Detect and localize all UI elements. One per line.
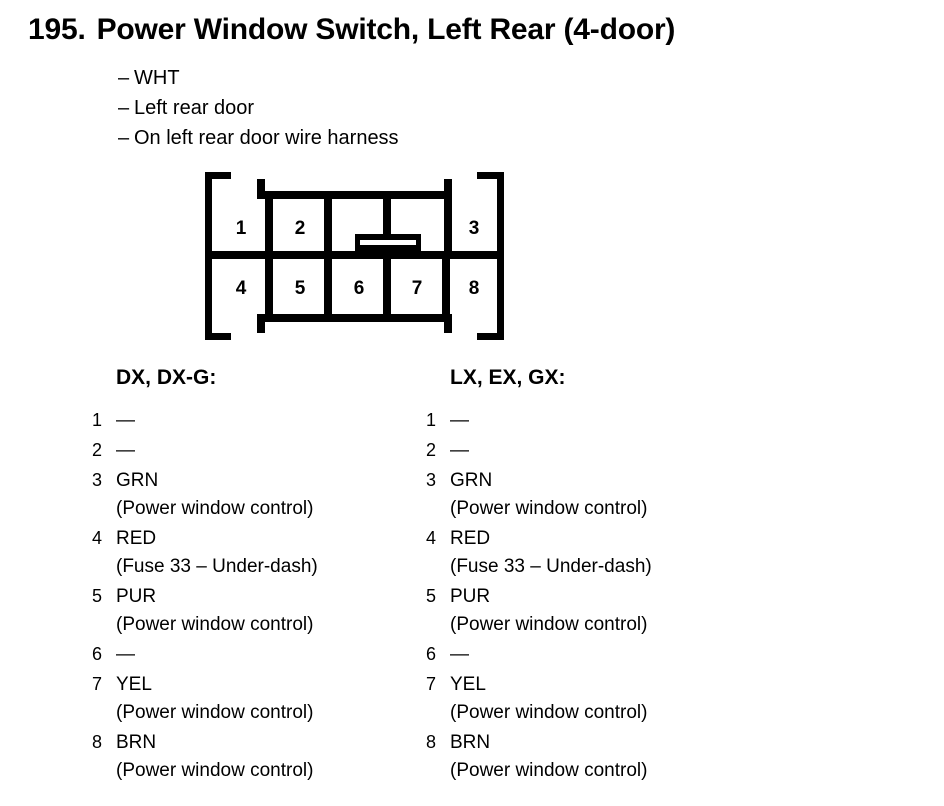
pin-index: 3 xyxy=(426,470,437,490)
pin-list-dx: DX, DX-G: 1 — 2 — 3 GRN (Power window co… xyxy=(92,366,318,786)
connector-pin-2: 2 xyxy=(295,218,306,239)
pin-value: RED xyxy=(116,528,157,549)
pin-value: PUR xyxy=(116,586,157,607)
list-item: 3 GRN (Power window control) xyxy=(426,466,652,523)
pin-value: GRN xyxy=(116,470,159,491)
dash-icon: – xyxy=(118,97,130,119)
connector-pin-3: 3 xyxy=(469,218,480,239)
list-item: 1 — xyxy=(426,406,652,435)
pin-index: 4 xyxy=(92,528,103,548)
pin-value: RED xyxy=(450,528,491,549)
pin-index: 7 xyxy=(92,674,103,694)
pin-list-lx: LX, EX, GX: 1 — 2 — 3 GRN (Power window … xyxy=(426,366,652,786)
pin-description: (Power window control) xyxy=(116,614,314,635)
list-item: 6 — xyxy=(426,640,652,669)
pin-value: GRN xyxy=(450,470,493,491)
pin-description: (Power window control) xyxy=(450,760,648,781)
list-item: 3 GRN (Power window control) xyxy=(92,466,318,523)
list-item: 5 PUR (Power window control) xyxy=(92,582,318,639)
pin-description: (Power window control) xyxy=(116,702,314,723)
bullet-text: WHT xyxy=(134,67,180,89)
pin-description: (Power window control) xyxy=(450,702,648,723)
pin-value: PUR xyxy=(450,586,491,607)
pin-description: (Power window control) xyxy=(450,614,648,635)
pin-value: — xyxy=(116,440,135,461)
pin-index: 4 xyxy=(426,528,437,548)
pin-index: 2 xyxy=(426,440,437,460)
pin-value: — xyxy=(450,440,469,461)
list-item: 2 — xyxy=(92,436,318,465)
connector-pin-5: 5 xyxy=(295,278,306,299)
dash-icon: – xyxy=(118,67,130,89)
pin-description: (Fuse 33 – Under-dash) xyxy=(450,556,652,577)
pin-index: 6 xyxy=(426,644,437,664)
pin-value: BRN xyxy=(116,732,157,753)
list-item: 8 BRN (Power window control) xyxy=(426,728,652,785)
list-item: 6 — xyxy=(92,640,318,669)
pin-value: BRN xyxy=(450,732,491,753)
list-item: 5 PUR (Power window control) xyxy=(426,582,652,639)
page-title-text: Power Window Switch, Left Rear (4-door) xyxy=(96,13,676,46)
pin-list-heading: DX, DX-G: xyxy=(116,366,217,389)
pin-value: — xyxy=(450,410,469,431)
pin-index: 6 xyxy=(92,644,103,664)
pin-value: — xyxy=(116,644,135,665)
pin-value: YEL xyxy=(116,674,152,695)
connector-pin-8: 8 xyxy=(469,278,480,299)
pin-index: 5 xyxy=(426,586,437,606)
dash-icon: – xyxy=(118,127,130,149)
list-item: –WHT xyxy=(118,63,399,93)
pin-index: 2 xyxy=(92,440,103,460)
bullet-text: On left rear door wire harness xyxy=(134,127,399,149)
pin-index: 5 xyxy=(92,586,103,606)
connector-pin-7: 7 xyxy=(412,278,423,299)
connector-pin-6: 6 xyxy=(354,278,365,299)
pin-description: (Power window control) xyxy=(450,498,648,519)
connector-pin-1: 1 xyxy=(236,218,247,239)
pin-index: 8 xyxy=(92,732,103,752)
list-item: –Left rear door xyxy=(118,93,399,123)
list-item: 7 YEL (Power window control) xyxy=(426,670,652,727)
pin-index: 3 xyxy=(92,470,103,490)
connector-pinout-diagram: 1 2 3 4 5 6 7 8 xyxy=(205,172,515,340)
pin-index: 7 xyxy=(426,674,437,694)
pin-value: YEL xyxy=(450,674,486,695)
list-item: 2 — xyxy=(426,436,652,465)
pin-value: — xyxy=(116,410,135,431)
description-bullet-list: –WHT –Left rear door –On left rear door … xyxy=(118,63,399,153)
latch-tab-icon xyxy=(355,234,421,254)
pin-description: (Power window control) xyxy=(116,498,314,519)
list-item: 8 BRN (Power window control) xyxy=(92,728,318,785)
list-item: 7 YEL (Power window control) xyxy=(92,670,318,727)
pin-index: 1 xyxy=(92,410,103,430)
list-item: –On left rear door wire harness xyxy=(118,123,399,153)
pin-index: 8 xyxy=(426,732,437,752)
pin-list-heading: LX, EX, GX: xyxy=(450,366,566,389)
list-item: 4 RED (Fuse 33 – Under-dash) xyxy=(426,524,652,581)
connector-pin-4: 4 xyxy=(236,278,247,299)
list-item: 4 RED (Fuse 33 – Under-dash) xyxy=(92,524,318,581)
list-item: 1 — xyxy=(92,406,318,435)
section-number: 195. xyxy=(28,13,86,46)
pin-value: — xyxy=(450,644,469,665)
pin-description: (Fuse 33 – Under-dash) xyxy=(116,556,318,577)
bullet-text: Left rear door xyxy=(134,97,255,119)
pin-description: (Power window control) xyxy=(116,760,314,781)
pin-index: 1 xyxy=(426,410,437,430)
page-title: 195. Power Window Switch, Left Rear (4-do… xyxy=(28,13,675,47)
